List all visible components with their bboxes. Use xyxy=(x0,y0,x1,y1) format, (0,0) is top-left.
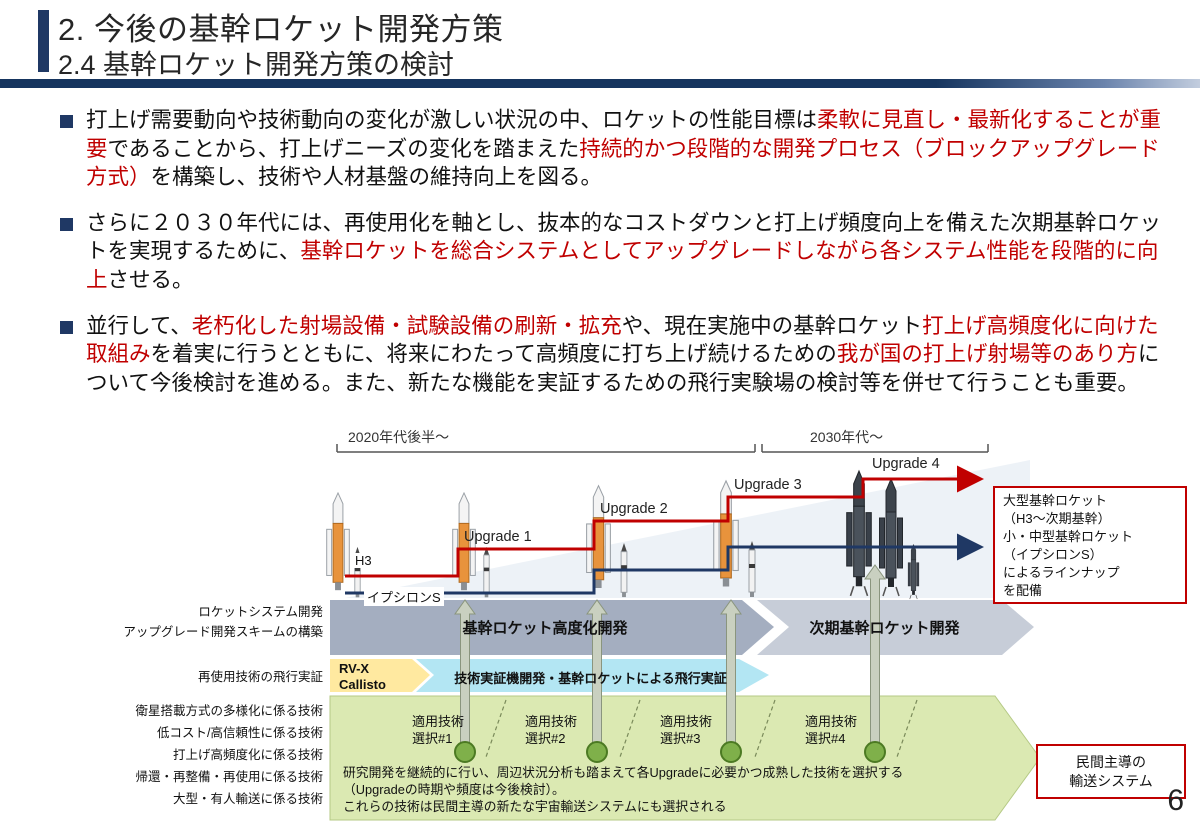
zone-divider-lines xyxy=(485,699,918,758)
bullet-item-1: 打上げ需要動向や技術動向の変化が激しい状況の中、ロケットの性能目標は柔軟に見直し… xyxy=(60,106,1166,192)
next-gen-dev-band xyxy=(757,600,1034,655)
flight-demo-band-label: 技術実証機開発・基幹ロケットによる飛行実証 xyxy=(454,671,727,686)
advanced-dev-band-label: 基幹ロケット高度化開発 xyxy=(462,620,628,637)
selection-line: 適用技術 xyxy=(525,714,578,729)
bullet-text-3: 並行して、老朽化した射場設備・試験設備の刷新・拡充や、現在実施中の基幹ロケット打… xyxy=(86,313,1160,395)
tech-selection-2-label: 適用技術 選択#2 xyxy=(525,714,577,748)
epsilon-s-label: イプシロンS xyxy=(364,587,444,606)
row-label-tech-1: 衛星搭載方式の多様化に係る技術 xyxy=(135,704,323,718)
lineup-line: 大型基幹ロケット xyxy=(1003,493,1108,508)
technology-band xyxy=(329,695,1041,821)
next-gen-dev-band-label: 次期基幹ロケット開発 xyxy=(809,620,960,637)
selection-line: 適用技術 xyxy=(412,714,465,729)
bullet-text-2: さらに２０３０年代には、再使用化を軸とし、抜本的なコストダウンと打上げ頻度向上を… xyxy=(86,210,1162,292)
row-label-tech-2: 低コスト/高信頼性に係る技術 xyxy=(157,726,323,740)
private-box-line: 民間主導の xyxy=(1076,754,1146,771)
bullet-list: 打上げ需要動向や技術動向の変化が激しい状況の中、ロケットの性能目標は柔軟に見直し… xyxy=(60,106,1166,414)
green-band-note-1: 研究開発を継続的に行い、周辺状況分析も踏まえて各Upgradeに必要かつ成熟した… xyxy=(343,765,904,780)
row-label-reuse-flight-demo: 再使用技術の飛行実証 xyxy=(197,670,323,684)
lineup-line: を配備 xyxy=(1003,582,1043,598)
page-title: 2. 今後の基幹ロケット開発方策 xyxy=(58,12,504,47)
lineup-line: （H3～次期基幹） xyxy=(1003,510,1111,526)
h3-label: H3 xyxy=(352,553,375,568)
selection-line: 適用技術 xyxy=(660,714,713,729)
tech-selection-1-label: 適用技術 選択#1 xyxy=(412,714,464,748)
tech-selection-4-label: 適用技術 選択#4 xyxy=(805,714,857,748)
timeline-label-2030s: 2030年代～ xyxy=(810,429,884,445)
upgrade-1-label: Upgrade 1 xyxy=(464,529,532,545)
page-number: 6 xyxy=(1167,784,1184,817)
tech-selection-arrows xyxy=(454,564,886,756)
selection-line: 選択#2 xyxy=(525,730,566,746)
lineup-callout-box: 大型基幹ロケット （H3～次期基幹） 小・中型基幹ロケット （イプシロンS） に… xyxy=(993,486,1187,604)
lineup-line: 小・中型基幹ロケット xyxy=(1003,528,1134,544)
callisto-label: Callisto xyxy=(339,676,386,692)
green-band-note-2: （Upgradeの時期や頻度は今後検討）。 xyxy=(343,782,565,797)
selection-line: 適用技術 xyxy=(805,714,858,729)
private-box-line: 輸送システム xyxy=(1069,772,1153,789)
private-sector-callout-box: 民間主導の 輸送システム xyxy=(1036,744,1186,799)
row-label-rocket-system-dev: ロケットシステム開発 xyxy=(198,605,323,619)
rvx-label: RV-X xyxy=(339,661,370,676)
tech-selection-3-label: 適用技術 選択#3 xyxy=(660,714,712,748)
upgrade-4-label: Upgrade 4 xyxy=(872,456,940,472)
header-divider xyxy=(0,79,1200,88)
bullet-text-1: 打上げ需要動向や技術動向の変化が激しい状況の中、ロケットの性能目標は柔軟に見直し… xyxy=(86,108,1162,190)
selection-line: 選択#1 xyxy=(412,730,453,746)
bullet-square-icon xyxy=(60,320,73,334)
row-label-tech-5: 大型・有人輸送に係る技術 xyxy=(172,792,323,806)
advanced-dev-band xyxy=(330,600,774,655)
tech-selection-circles xyxy=(454,741,886,763)
upgrade-2-label: Upgrade 2 xyxy=(600,501,668,517)
selection-line: 選択#4 xyxy=(805,730,846,746)
selection-line: 選択#3 xyxy=(660,730,701,746)
green-band-note-3: これらの技術は民間主導の新たな宇宙輸送システムにも選択される xyxy=(343,799,727,814)
lineup-line: （イプシロンS） xyxy=(1003,546,1103,562)
h3-upgrade-path-line xyxy=(345,465,984,578)
epsilon-upgrade-path-line xyxy=(345,533,984,595)
row-label-tech-3: 打上げ高頻度化に係る技術 xyxy=(172,748,323,762)
row-label-upgrade-scheme: アップグレード開発スキームの構築 xyxy=(123,625,323,639)
rvx-callisto-band xyxy=(330,659,430,692)
title-accent-bar xyxy=(38,10,49,72)
lineup-line: によるラインナップ xyxy=(1003,564,1120,580)
timeline-label-2020s: 2020年代後半～ xyxy=(348,429,450,445)
row-label-tech-4: 帰還・再整備・再使用に係る技術 xyxy=(135,770,323,784)
bullet-square-icon xyxy=(60,115,73,128)
bullet-item-3: 並行して、老朽化した射場設備・試験設備の刷新・拡充や、現在実施中の基幹ロケット打… xyxy=(60,312,1166,398)
rvx-callisto-band-label: RV-X Callisto xyxy=(339,661,386,692)
h3-rocket-cluster-1-icon xyxy=(326,492,361,598)
bullet-square-icon xyxy=(60,217,73,231)
timeline-lines xyxy=(336,444,989,453)
page-subtitle: 2.4 基幹ロケット開発方策の検討 xyxy=(58,50,455,80)
upgrade-3-label: Upgrade 3 xyxy=(734,477,802,493)
bullet-item-2: さらに２０３０年代には、再使用化を軸とし、抜本的なコストダウンと打上げ頻度向上を… xyxy=(60,209,1166,295)
